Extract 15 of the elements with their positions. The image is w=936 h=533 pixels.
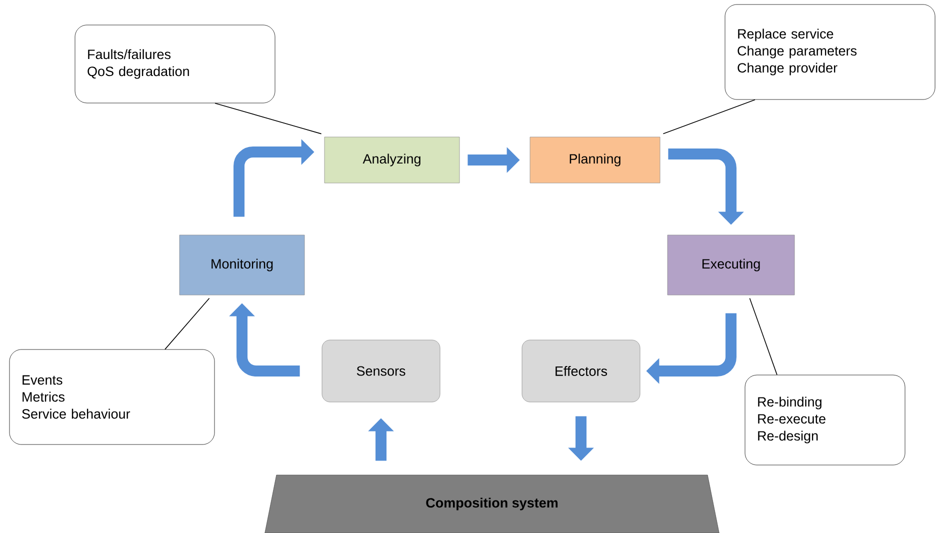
rounded-box: Sensors (322, 340, 440, 402)
callout-bubble: Re-binding Re-execute Re-design (744, 374, 906, 466)
process-box: Executing (667, 234, 795, 296)
leader-line (164, 298, 210, 350)
callout-bubble: Replace service Change parameters Change provider (724, 4, 936, 100)
callout-bubble: Events Metrics Service behaviour (9, 349, 215, 445)
process-box: Analyzing (324, 136, 460, 184)
rounded-box: Effectors (522, 340, 640, 402)
callout-bubble: Faults/failures QoS degradation (74, 24, 276, 104)
leader-line (749, 298, 778, 376)
process-box: Planning (530, 136, 660, 184)
platform-trapezoid: Composition system (264, 474, 720, 533)
leader-line (662, 99, 756, 134)
leader-line (214, 102, 322, 134)
process-box: Monitoring (179, 234, 305, 296)
